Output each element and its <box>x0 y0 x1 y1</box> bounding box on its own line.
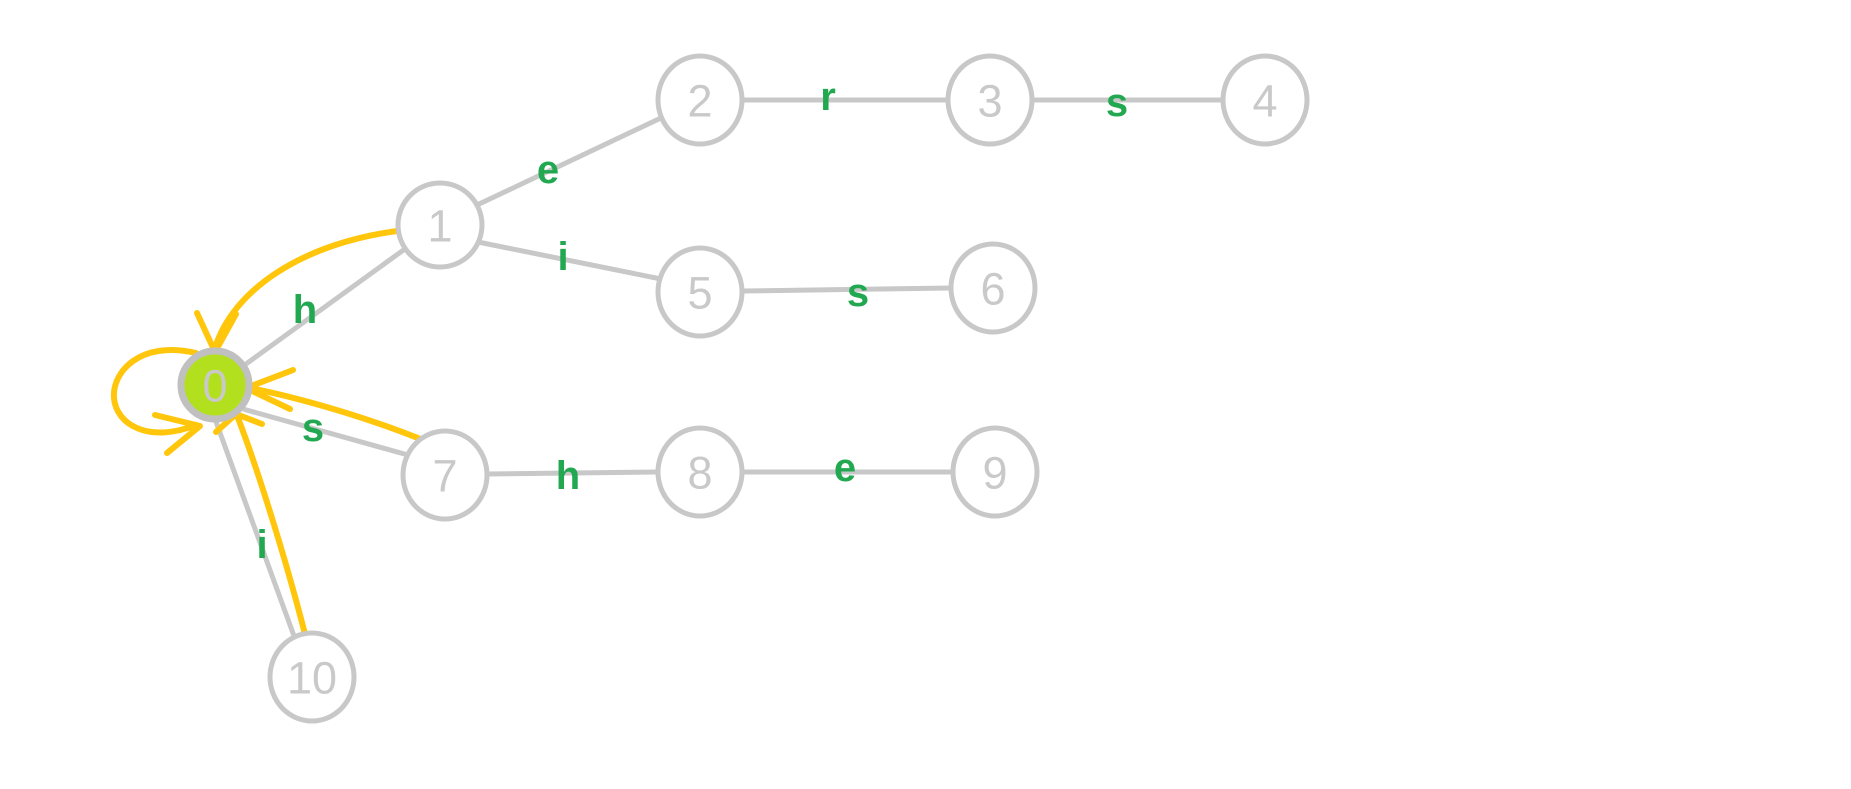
node-3-shape[interactable] <box>945 53 1035 147</box>
graph-node-8[interactable]: 8 <box>655 425 745 519</box>
node-1-label: 1 <box>427 201 452 252</box>
node-7-shape[interactable] <box>400 428 490 522</box>
tree-edge-1-5[interactable] <box>477 239 662 282</box>
edge-label-8-9: e <box>834 446 856 490</box>
graph-node-0[interactable]: 0 <box>177 347 253 423</box>
edge-label-1-2: e <box>537 148 559 192</box>
graph-node-10[interactable]: 10 <box>267 630 357 724</box>
node-0-shape[interactable] <box>177 347 253 423</box>
tree-edge-0-10[interactable] <box>212 418 297 637</box>
graph-node-3[interactable]: 3 <box>945 53 1035 147</box>
graph-node-7[interactable]: 7 <box>400 428 490 522</box>
edge-label-layer: h e r s i s s h e i <box>256 75 1128 567</box>
node-2-label: 2 <box>687 76 712 127</box>
node-4-label: 4 <box>1252 76 1277 127</box>
node-3-label: 3 <box>977 76 1002 127</box>
edge-label-0-7: s <box>302 406 324 450</box>
graph-node-2[interactable]: 2 <box>655 53 745 147</box>
suffix-link-0-self-loop[interactable] <box>110 347 199 436</box>
graph-node-6[interactable]: 6 <box>948 241 1038 335</box>
edge-label-0-10: i <box>256 523 267 567</box>
suffix-link-1-to-0-arrowhead <box>194 310 239 355</box>
tree-edge-0-1[interactable] <box>244 243 411 367</box>
node-10-shape[interactable] <box>267 630 357 724</box>
suffix-link-1-to-0[interactable] <box>212 227 408 351</box>
node-5-shape[interactable] <box>655 245 745 339</box>
suffix-link-0-self-loop-arrowhead <box>152 412 203 456</box>
node-2-shape[interactable] <box>655 53 745 147</box>
suffix-link-7-to-0[interactable] <box>247 385 433 446</box>
node-7-label: 7 <box>432 451 457 502</box>
node-10-label: 10 <box>287 653 337 704</box>
tree-edge-7-8[interactable] <box>486 469 659 477</box>
node-6-label: 6 <box>980 264 1005 315</box>
edge-label-7-8: h <box>556 454 580 498</box>
node-8-shape[interactable] <box>655 425 745 519</box>
node-8-label: 8 <box>687 448 712 499</box>
suffix-link-10-to-0[interactable] <box>235 415 308 637</box>
edge-label-0-1: h <box>293 288 317 332</box>
graph-node-9[interactable]: 9 <box>950 425 1040 519</box>
suffix-link-layer <box>110 227 433 637</box>
node-0-label: 0 <box>202 361 227 412</box>
edge-label-1-5: i <box>557 235 568 279</box>
node-1-shape[interactable] <box>395 180 485 270</box>
tree-edge-layer <box>212 97 1223 637</box>
node-9-label: 9 <box>982 448 1007 499</box>
tree-edge-1-2[interactable] <box>475 114 665 208</box>
node-9-shape[interactable] <box>950 425 1040 519</box>
node-4-shape[interactable] <box>1220 53 1310 147</box>
tree-edge-5-6[interactable] <box>741 285 952 294</box>
node-5-label: 5 <box>687 268 712 319</box>
edge-label-3-4: s <box>1106 81 1128 125</box>
node-layer: 0 1 2 3 4 5 6 7 <box>177 53 1310 724</box>
edge-label-5-6: s <box>847 271 869 315</box>
graph-node-1[interactable]: 1 <box>395 180 485 270</box>
graph-node-4[interactable]: 4 <box>1220 53 1310 147</box>
node-6-shape[interactable] <box>948 241 1038 335</box>
tree-edge-0-7[interactable] <box>242 406 409 458</box>
graph-node-5[interactable]: 5 <box>655 245 745 339</box>
edge-label-2-3: r <box>820 75 836 119</box>
